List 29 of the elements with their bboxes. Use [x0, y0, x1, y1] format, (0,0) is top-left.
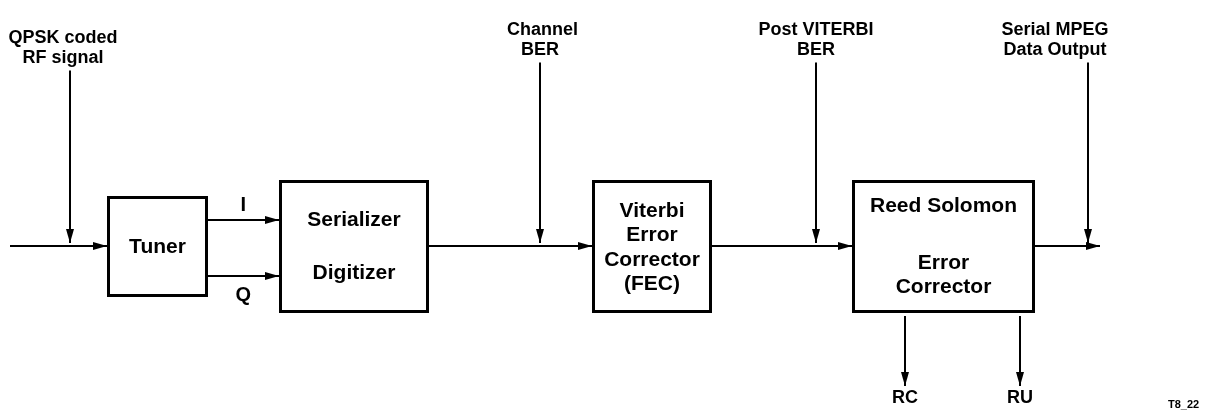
box-text: Reed Solomon: [870, 193, 1017, 218]
signal-label: Serial MPEG Data Output: [998, 20, 1112, 60]
arrow: [207, 272, 280, 280]
arrow: [207, 216, 280, 224]
box-text: Serializer: [307, 207, 401, 232]
signal-arrow: [1084, 61, 1092, 244]
signal-arrow: [536, 61, 544, 244]
signal-arrow: [1034, 242, 1101, 250]
signal-label: RC: [888, 388, 922, 408]
box-text: Tuner: [129, 234, 186, 259]
box-text: Error Corrector: [894, 249, 993, 298]
box-text: Viterbi Error Corrector (FEC): [603, 198, 701, 295]
signal-arrow: [9, 242, 108, 250]
signal-arrow: [66, 69, 74, 244]
arrow: [428, 242, 593, 250]
signal-label: RU: [1003, 388, 1037, 408]
arrow: [711, 242, 853, 250]
signal-label: Post VITERBI BER: [758, 20, 874, 60]
arrow: [1016, 315, 1024, 387]
process-box: [592, 180, 712, 313]
process-box: [852, 180, 1035, 313]
signal-label: QPSK coded RF signal: [2, 28, 124, 68]
process-box: [279, 180, 429, 313]
edge-label: Q: [233, 284, 254, 304]
process-box: [107, 196, 208, 297]
box-text: Digitizer: [312, 259, 396, 284]
signal-arrow: [812, 61, 820, 244]
figure-code: T8_22: [1168, 398, 1200, 410]
arrow: [901, 315, 909, 387]
